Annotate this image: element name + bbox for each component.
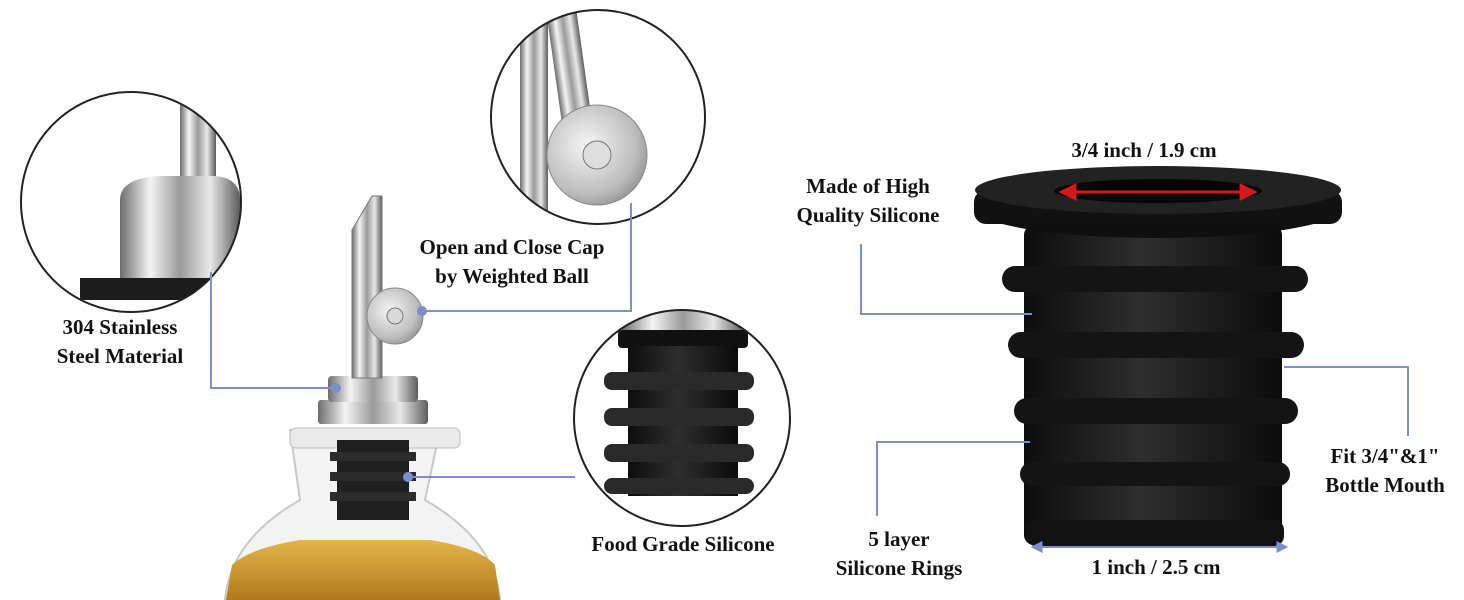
- zoom-detail-weighted-ball: [490, 9, 706, 225]
- callout-rings-line1: 5 layer: [868, 527, 930, 551]
- leader-high-quality: [860, 244, 1032, 315]
- leader-stainless: [210, 272, 336, 389]
- silicone-stopper-large: [974, 166, 1342, 546]
- callout-high-quality-line2: Quality Silicone: [796, 203, 940, 227]
- callout-stainless-line2: Steel Material: [56, 344, 184, 368]
- callout-high-quality-silicone: Made of High Quality Silicone: [770, 172, 966, 230]
- callout-cap-line1: Open and Close Cap: [419, 235, 605, 259]
- bottle-with-pourer: [223, 195, 502, 600]
- callout-lines: [210, 203, 1409, 516]
- callout-stainless-steel: 304 Stainless Steel Material: [40, 313, 200, 371]
- leader-fit: [1284, 366, 1409, 436]
- callout-cap-line2: by Weighted Ball: [435, 264, 589, 288]
- leader-cap: [422, 203, 632, 312]
- zoom-detail-stainless: [20, 91, 242, 313]
- dimension-top-label: 3/4 inch / 1.9 cm: [1071, 138, 1217, 162]
- zoom-detail-silicone: [573, 309, 791, 527]
- callout-stainless-line1: 304 Stainless: [62, 315, 178, 339]
- callout-food-grade-text: Food Grade Silicone: [591, 532, 775, 556]
- callout-silicone-rings: 5 layer Silicone Rings: [816, 525, 982, 583]
- callout-high-quality-line1: Made of High: [806, 174, 930, 198]
- callout-fit-line2: Bottle Mouth: [1325, 473, 1445, 497]
- callout-fit-bottle-mouth: Fit 3/4"&1" Bottle Mouth: [1306, 442, 1464, 500]
- dimension-bottom-label: 1 inch / 2.5 cm: [1091, 555, 1221, 579]
- callout-open-close-cap: Open and Close Cap by Weighted Ball: [396, 233, 628, 291]
- callout-fit-line1: Fit 3/4"&1": [1330, 444, 1440, 468]
- leader-rings: [876, 441, 1030, 516]
- callout-food-grade-silicone: Food Grade Silicone: [570, 530, 796, 559]
- callout-rings-line2: Silicone Rings: [835, 556, 963, 580]
